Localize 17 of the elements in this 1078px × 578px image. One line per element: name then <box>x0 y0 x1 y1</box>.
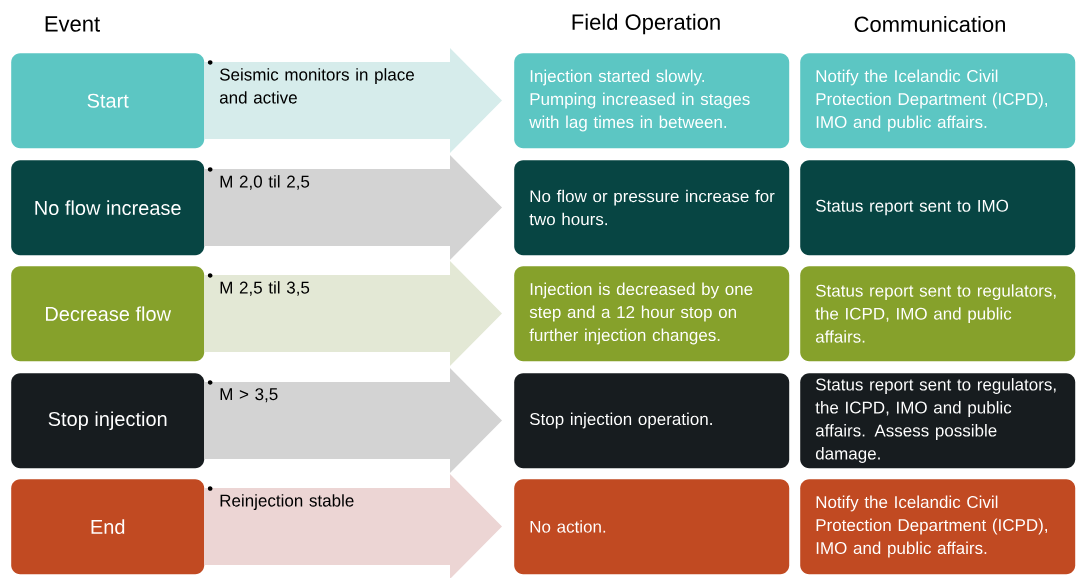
operation-box: Injection started slowly. Pumping increased in stages with lag times in between. <box>514 53 790 149</box>
event-box: Decrease flow <box>11 266 205 362</box>
communication-box: Status report sent to IMO <box>800 160 1076 256</box>
communication-box: Notify the Icelandic Civil Protection Department (ICPD), IMO and public affairs. <box>800 479 1076 575</box>
operation-box: No action. <box>514 479 790 575</box>
communication-box: Notify the Icelandic Civil Protection Department (ICPD), IMO and public affairs. <box>800 53 1076 149</box>
operation-box: Injection is decreased by one step and a 12 hour stop on further injection changes. <box>514 266 790 362</box>
operation-box: Stop injection operation. <box>514 373 790 469</box>
communication-box: Status report sent to regulators, the ICPD, IMO and public affairs. Assess possible damage. <box>800 373 1076 469</box>
event-box: End <box>11 479 205 575</box>
column-heading: Event <box>45 16 100 32</box>
communication-box: Status report sent to regulators, the ICPD, IMO and public affairs. <box>800 266 1076 362</box>
operation-box: No flow or pressure increase for two hours. <box>514 160 790 256</box>
event-box: Start <box>11 53 205 149</box>
event-box: No flow increase <box>11 160 205 256</box>
column-heading: Communication <box>854 15 1005 33</box>
event-box: Stop injection <box>11 373 205 469</box>
